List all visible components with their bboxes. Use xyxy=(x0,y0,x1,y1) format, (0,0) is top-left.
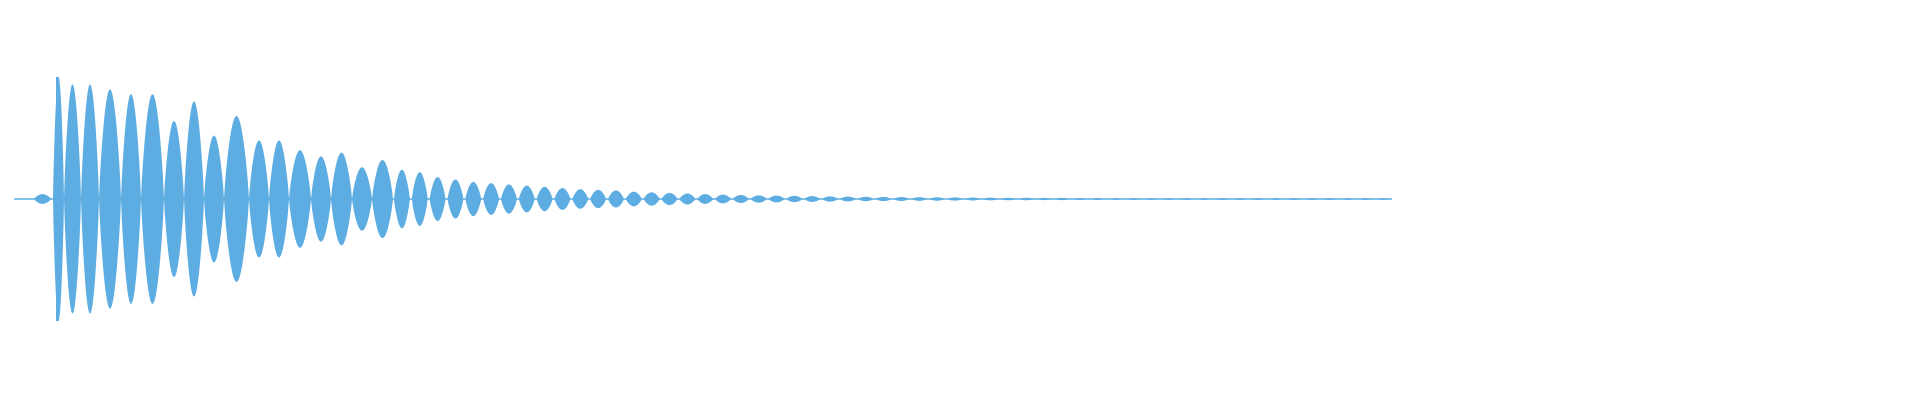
waveform-lobe xyxy=(590,189,607,209)
waveform-lobe xyxy=(608,190,624,208)
waveform-lobe xyxy=(857,196,874,202)
waveform-lobe xyxy=(1036,197,1053,201)
waveform-lobe xyxy=(249,140,269,258)
waveform-lobe xyxy=(121,94,141,304)
waveform-lobe xyxy=(643,192,660,206)
waveform-lobe xyxy=(875,196,892,202)
waveform-lobe xyxy=(483,183,500,215)
waveform-lobe xyxy=(1107,198,1124,200)
waveform-lobe xyxy=(372,159,393,239)
waveform-lobe xyxy=(554,188,571,210)
waveform-lobe xyxy=(1232,198,1249,200)
waveform-lobe xyxy=(1143,198,1160,200)
waveform-lobe xyxy=(768,195,785,203)
waveform-lobe xyxy=(750,195,767,203)
waveform-lobe xyxy=(1089,198,1106,200)
waveform-lobe xyxy=(1071,198,1088,200)
waveform-lobe xyxy=(1357,198,1374,200)
waveform-lobe xyxy=(1178,198,1195,200)
waveform-lobe xyxy=(964,197,981,201)
waveform-lobe xyxy=(679,193,696,205)
waveform-lobe xyxy=(1000,197,1017,201)
waveform-lobe xyxy=(822,196,838,202)
waveform-lobe xyxy=(893,197,910,201)
waveform-lobe xyxy=(1125,198,1142,200)
waveform-lobe xyxy=(572,189,589,209)
waveform-peak xyxy=(56,77,59,321)
waveform-lobe xyxy=(1339,198,1356,200)
waveform-lobe xyxy=(911,197,928,201)
waveform-lobe xyxy=(81,84,99,314)
waveform-lobe xyxy=(34,194,51,204)
waveform-lobe xyxy=(1018,197,1035,201)
waveform-lobe xyxy=(786,195,803,203)
waveform-lobe xyxy=(429,177,446,221)
waveform-lobe xyxy=(518,185,535,213)
waveform-lobe xyxy=(732,194,749,204)
waveform-lobe xyxy=(1161,198,1177,200)
waveform-lobe xyxy=(1054,197,1070,201)
waveform-lobe xyxy=(269,140,289,258)
waveform-lobe xyxy=(1285,198,1302,200)
waveform-lobe xyxy=(289,150,311,248)
waveform-lobe xyxy=(804,196,821,202)
waveform-lobe xyxy=(331,152,352,246)
waveform-lobe xyxy=(1214,198,1231,200)
waveform-lobe xyxy=(204,135,224,263)
waveform-lobe xyxy=(501,184,517,214)
waveform-lobe xyxy=(661,192,678,206)
waveform-lobe xyxy=(1196,198,1213,200)
waveform-lobe xyxy=(982,197,999,201)
waveform-lobe xyxy=(1268,198,1284,200)
waveform-lobe xyxy=(929,197,946,201)
waveform-lobe xyxy=(715,194,731,204)
waveform-lobe xyxy=(536,186,553,212)
waveform-lobe xyxy=(947,197,963,201)
waveform-lobe xyxy=(1375,198,1391,200)
waveform-lobe xyxy=(1303,198,1320,200)
waveform-lobe xyxy=(1250,198,1267,200)
waveform-lobe xyxy=(394,169,410,229)
waveform-lobe xyxy=(465,181,482,217)
waveform-lobe xyxy=(411,172,428,226)
waveform-lobe xyxy=(311,156,331,242)
waveform-lobe xyxy=(164,120,184,278)
waveform-lobe xyxy=(184,101,204,297)
waveform-lobe xyxy=(99,89,121,309)
waveform-lobe xyxy=(141,94,164,304)
waveform-lobe xyxy=(697,194,714,204)
waveform-lobe xyxy=(64,84,81,314)
waveform-lobe xyxy=(625,191,642,207)
waveform-lobe xyxy=(1321,198,1338,200)
waveform-lobe xyxy=(224,116,249,282)
waveform-lobe xyxy=(447,179,464,219)
waveform-lobe xyxy=(352,167,372,231)
waveform-lobe xyxy=(839,196,856,202)
